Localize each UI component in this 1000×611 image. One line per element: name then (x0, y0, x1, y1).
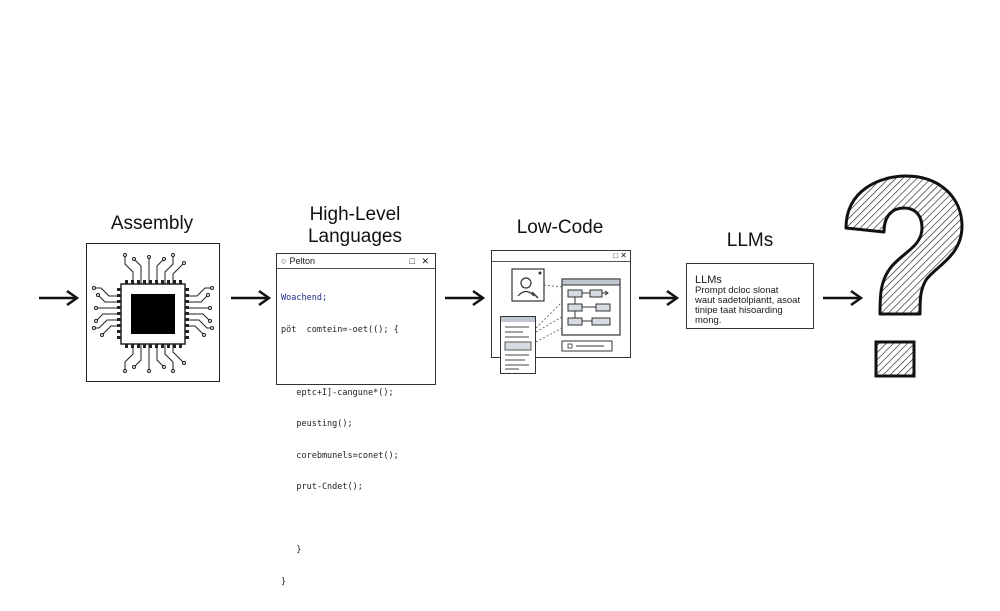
code-line: peusting(); (281, 419, 353, 429)
question-mark-icon (840, 170, 970, 387)
stage-label-low-code: Low-Code (516, 217, 604, 238)
code-line: } (281, 576, 287, 587)
window-controls[interactable]: □ ✕ (492, 251, 630, 262)
arrow-icon (638, 288, 680, 308)
code-editor-window: ○ Pelton □ ✕ Woachend; pöt comtein=-oet(… (276, 253, 436, 587)
arrow-icon (822, 288, 864, 308)
stage-label-high-level: High-Level Languages (307, 204, 403, 247)
code-line (281, 356, 431, 367)
file-icon: ○ (281, 256, 287, 266)
user-icon (517, 277, 539, 299)
llm-panel-title: LLMs (695, 274, 722, 286)
code-block: Woachend; pöt comtein=-oet((); { eptc+I]… (277, 269, 435, 611)
stage-label-assembly: Assembly (110, 213, 194, 234)
assembly-panel (86, 243, 220, 382)
llm-panel-text: Prompt dcloc slonat waut sadetolpiantt, … (695, 285, 801, 326)
window-title: Pelton (289, 256, 315, 266)
llm-prompt-panel: LLMs Prompt dcloc slonat waut sadetolpia… (686, 263, 814, 329)
code-line: } (281, 545, 302, 555)
code-line: Woachend; (281, 293, 328, 303)
code-line: eptc+I]-cangune*(); (281, 387, 394, 398)
code-line: corebmunels=conet(); (281, 450, 399, 461)
low-code-canvas (511, 268, 621, 352)
arrow-icon (38, 288, 80, 308)
arrow-icon (230, 288, 272, 308)
window-titlebar: ○ Pelton □ ✕ (277, 254, 435, 269)
code-line (281, 514, 431, 525)
window-controls[interactable]: □ ✕ (409, 255, 431, 266)
stage-label-llms: LLMs (726, 230, 774, 251)
code-line: prut-Cndet(); (281, 482, 363, 492)
code-line: pöt comtein=-oet((); { (281, 324, 399, 335)
cpu-chip-icon (92, 253, 214, 373)
document-icon (500, 316, 536, 374)
arrow-icon (444, 288, 486, 308)
